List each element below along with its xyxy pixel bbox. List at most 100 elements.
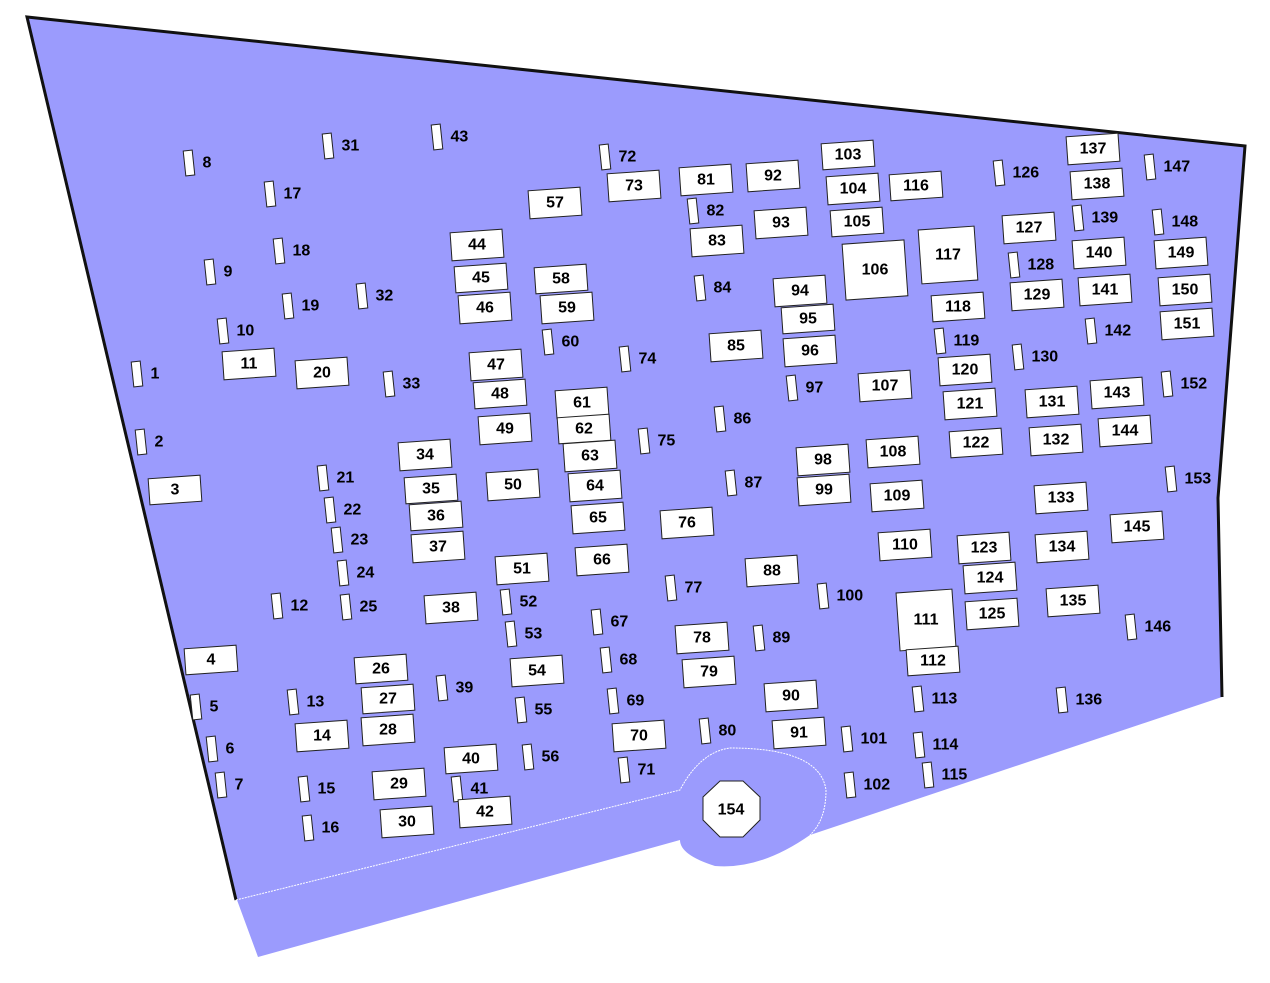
plot-93[interactable]: 93 xyxy=(753,206,809,240)
plot-115[interactable]: 115 xyxy=(921,761,967,789)
plot-138[interactable]: 138 xyxy=(1069,167,1125,201)
plot-14[interactable]: 14 xyxy=(294,719,350,753)
plot-23[interactable]: 23 xyxy=(330,526,368,554)
plot-76[interactable]: 76 xyxy=(659,506,715,540)
plot-81[interactable]: 81 xyxy=(678,163,734,197)
plot-slot[interactable] xyxy=(301,814,315,842)
plot-37[interactable]: 37 xyxy=(410,530,466,564)
plot-127[interactable]: 127 xyxy=(1001,211,1057,245)
plot-147[interactable]: 147 xyxy=(1143,153,1190,181)
plot-box[interactable] xyxy=(567,469,623,503)
plot-slot[interactable] xyxy=(599,646,613,674)
plot-box[interactable] xyxy=(1159,307,1215,341)
plot-box[interactable] xyxy=(360,713,416,747)
plot-box[interactable] xyxy=(1009,278,1065,312)
plot-box[interactable] xyxy=(1097,414,1153,448)
plot-114[interactable]: 114 xyxy=(912,731,958,759)
plot-box[interactable] xyxy=(689,224,745,258)
plot-85[interactable]: 85 xyxy=(708,329,764,363)
plot-slot[interactable] xyxy=(637,427,651,455)
plot-box[interactable] xyxy=(942,387,998,421)
plot-11[interactable]: 11 xyxy=(221,347,277,381)
plot-box[interactable] xyxy=(825,172,881,206)
plot-91[interactable]: 91 xyxy=(771,716,827,750)
plot-box[interactable] xyxy=(820,139,876,171)
plot-151[interactable]: 151 xyxy=(1159,307,1215,341)
plot-slot[interactable] xyxy=(321,132,335,160)
plot-slot[interactable] xyxy=(521,743,535,771)
plot-130[interactable]: 130 xyxy=(1011,343,1058,371)
plot-box[interactable] xyxy=(888,170,944,202)
plot-143[interactable]: 143 xyxy=(1089,376,1145,410)
plot-117[interactable]: 117 xyxy=(917,225,979,285)
plot-box[interactable] xyxy=(930,291,986,323)
plot-121[interactable]: 121 xyxy=(942,387,998,421)
plot-119[interactable]: 119 xyxy=(933,327,979,355)
plot-box[interactable] xyxy=(443,743,499,775)
plot-98[interactable]: 98 xyxy=(795,443,851,477)
plot-slot[interactable] xyxy=(1084,317,1098,345)
plot-slot[interactable] xyxy=(840,725,854,753)
plot-slot[interactable] xyxy=(323,496,337,524)
plot-slot[interactable] xyxy=(1007,251,1021,279)
plot-128[interactable]: 128 xyxy=(1007,251,1054,279)
plot-96[interactable]: 96 xyxy=(782,334,838,368)
plot-slot[interactable] xyxy=(214,771,228,799)
plot-box[interactable] xyxy=(509,654,565,688)
plot-box[interactable] xyxy=(1045,584,1101,618)
plot-box[interactable] xyxy=(353,653,409,685)
plot-box[interactable] xyxy=(1028,423,1084,457)
plot-slot[interactable] xyxy=(912,731,926,759)
plot-146[interactable]: 146 xyxy=(1124,613,1171,641)
plot-box[interactable] xyxy=(570,501,626,535)
plot-slot[interactable] xyxy=(1011,343,1025,371)
plot-120[interactable]: 120 xyxy=(937,353,993,387)
plot-69[interactable]: 69 xyxy=(606,687,644,715)
plot-box[interactable] xyxy=(294,719,350,753)
plot-102[interactable]: 102 xyxy=(843,771,890,799)
plot-box[interactable] xyxy=(674,621,730,655)
plot-slot[interactable] xyxy=(598,143,612,171)
plot-65[interactable]: 65 xyxy=(570,501,626,535)
plot-box[interactable] xyxy=(457,795,513,829)
plot-box[interactable] xyxy=(744,554,800,588)
plot-88[interactable]: 88 xyxy=(744,554,800,588)
plot-box[interactable] xyxy=(397,438,453,472)
plot-slot[interactable] xyxy=(203,258,217,286)
plot-43[interactable]: 43 xyxy=(430,123,468,151)
plot-149[interactable]: 149 xyxy=(1153,236,1209,270)
plot-box[interactable] xyxy=(221,347,277,381)
plot-74[interactable]: 74 xyxy=(618,345,656,373)
plot-slot[interactable] xyxy=(430,123,444,151)
plot-slot[interactable] xyxy=(499,588,513,616)
plot-139[interactable]: 139 xyxy=(1071,204,1118,232)
plot-148[interactable]: 148 xyxy=(1151,208,1198,236)
plot-box[interactable] xyxy=(772,274,828,308)
plot-box[interactable] xyxy=(829,206,885,238)
plot-slot[interactable] xyxy=(992,159,1006,187)
plot-60[interactable]: 60 xyxy=(541,328,579,356)
plot-box[interactable] xyxy=(905,645,961,677)
plot-slot[interactable] xyxy=(921,761,935,789)
plot-box[interactable] xyxy=(1069,167,1125,201)
plot-box[interactable] xyxy=(681,655,737,689)
plot-141[interactable]: 141 xyxy=(1077,273,1133,307)
plot-49[interactable]: 49 xyxy=(477,412,533,446)
plot-134[interactable]: 134 xyxy=(1034,530,1090,564)
plot-100[interactable]: 100 xyxy=(816,582,863,610)
plot-box[interactable] xyxy=(659,506,715,540)
plot-box[interactable] xyxy=(956,531,1012,565)
plot-55[interactable]: 55 xyxy=(514,696,552,724)
plot-slot[interactable] xyxy=(216,317,230,345)
plot-slot[interactable] xyxy=(281,292,295,320)
plot-box[interactable] xyxy=(360,683,416,715)
plot-12[interactable]: 12 xyxy=(270,592,308,620)
plot-slot[interactable] xyxy=(339,593,353,621)
plot-112[interactable]: 112 xyxy=(905,645,961,677)
plot-71[interactable]: 71 xyxy=(617,756,655,784)
plot-79[interactable]: 79 xyxy=(681,655,737,689)
plot-box[interactable] xyxy=(917,225,979,285)
plot-box[interactable] xyxy=(1033,481,1089,515)
plot-145[interactable]: 145 xyxy=(1109,510,1165,544)
plot-slot[interactable] xyxy=(189,693,203,721)
